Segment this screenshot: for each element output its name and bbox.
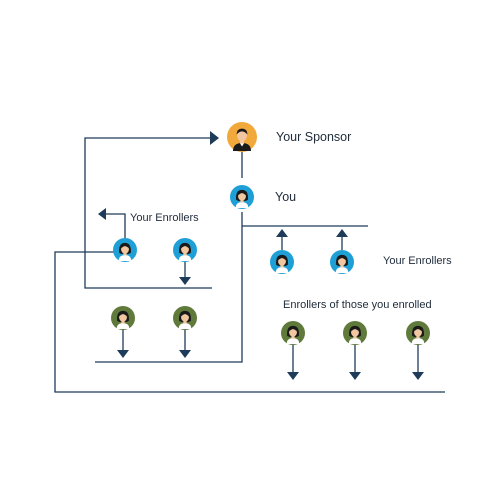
right-sub-1-arrowhead bbox=[287, 372, 299, 380]
right-sub-2-arrowhead bbox=[349, 372, 361, 380]
left-enroller-down-arrowhead bbox=[179, 277, 191, 285]
left-enroller-2-node bbox=[173, 238, 197, 262]
right-enroller-2-up-arrowhead bbox=[336, 229, 348, 237]
left-enroller-feedback-line bbox=[106, 213, 126, 238]
left-sub-2-arrowhead bbox=[179, 350, 191, 358]
sponsor-loop-line bbox=[84, 137, 212, 289]
right-sub-enroller-2-node bbox=[343, 321, 367, 345]
right-enroller-2-node bbox=[330, 250, 354, 274]
sub-enrollers-label: Enrollers of those you enrolled bbox=[283, 299, 432, 311]
left-feedback-arrowhead bbox=[98, 208, 106, 220]
connector-lines bbox=[54, 137, 445, 393]
left-sub-enroller-1-node bbox=[111, 306, 135, 330]
female-avatar-icon bbox=[411, 325, 425, 344]
sponsor-label: Your Sponsor bbox=[276, 130, 352, 144]
female-avatar-icon bbox=[235, 189, 249, 208]
you-connector-line bbox=[95, 212, 243, 363]
sponsor-arrowhead bbox=[210, 131, 219, 145]
you-label: You bbox=[275, 190, 297, 204]
right-sub-enroller-3-node bbox=[406, 321, 430, 345]
you-node bbox=[230, 185, 254, 209]
sponsor-node bbox=[227, 122, 257, 152]
right-enrollers-label: Your Enrollers bbox=[383, 255, 452, 267]
female-avatar-icon bbox=[118, 242, 132, 261]
female-avatar-icon bbox=[286, 325, 300, 344]
right-sub-3-arrowhead bbox=[412, 372, 424, 380]
right-enroller-1-node bbox=[270, 250, 294, 274]
female-avatar-icon bbox=[178, 310, 192, 329]
female-avatar-icon bbox=[178, 242, 192, 261]
right-sub-enroller-1-node bbox=[281, 321, 305, 345]
left-sub-1-arrowhead bbox=[117, 350, 129, 358]
arrowheads bbox=[98, 131, 424, 380]
left-sub-enroller-2-node bbox=[173, 306, 197, 330]
left-enroller-1-node bbox=[113, 238, 137, 262]
right-enroller-1-up-arrowhead bbox=[276, 229, 288, 237]
female-avatar-icon bbox=[335, 254, 349, 273]
female-avatar-icon bbox=[348, 325, 362, 344]
female-avatar-icon bbox=[116, 310, 130, 329]
outer-loop-line bbox=[54, 251, 445, 393]
female-avatar-icon bbox=[275, 254, 289, 273]
left-enrollers-label: Your Enrollers bbox=[130, 212, 199, 224]
